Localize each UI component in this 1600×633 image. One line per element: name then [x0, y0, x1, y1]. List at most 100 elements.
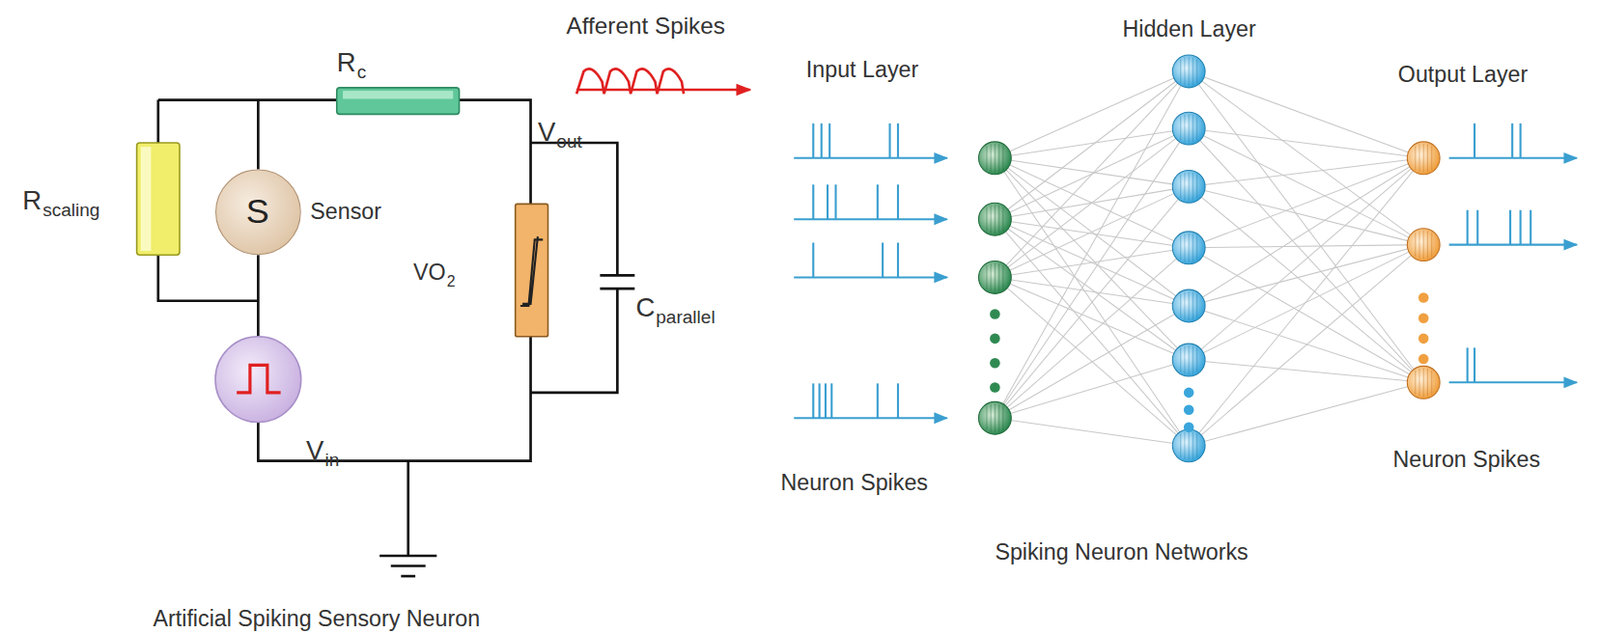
neuron-stripe [1196, 174, 1198, 199]
spike-tick [1476, 210, 1479, 246]
spike-tick [1509, 210, 1512, 246]
neuron-stripe [998, 144, 1000, 173]
ellipsis-dot [1183, 422, 1195, 434]
spike-tick [820, 123, 823, 159]
neuron-stripe [1427, 368, 1429, 397]
synapse-line [994, 186, 1189, 278]
spike-tick [888, 123, 891, 159]
synapse-line [1188, 71, 1424, 159]
resistor-symbol [336, 87, 460, 114]
neuron-stripe [1188, 56, 1190, 86]
component-subscript: c [357, 63, 367, 83]
synapse-line [994, 306, 1189, 419]
neuron-circle [1406, 365, 1440, 399]
synapse-line [1188, 306, 1424, 383]
sensor-circle: SSensor [215, 168, 302, 255]
neuron-stripe [1002, 265, 1004, 290]
synapse-line [1188, 245, 1424, 249]
synapse-line [994, 128, 1189, 419]
neuron-stripe [1423, 143, 1425, 173]
neuron-stripe [1179, 235, 1181, 260]
synapse-line [994, 219, 1189, 249]
spike-tick [1519, 210, 1522, 246]
neuron-stripe [1423, 368, 1425, 398]
spike-label: Neuron Spikes [780, 472, 928, 495]
neuron-stripe [1196, 433, 1198, 458]
neuron-stripe [1188, 345, 1190, 375]
network-drawing [793, 55, 1577, 463]
spike-train-axis [793, 218, 948, 221]
neuron-stripe [1183, 172, 1185, 201]
neuron-stripe [1183, 114, 1185, 143]
synapse-line [994, 71, 1189, 278]
neuron-stripe [1192, 432, 1194, 461]
voltage-source [215, 336, 302, 423]
resistor-highlight [342, 90, 453, 99]
spike-tick [830, 383, 833, 419]
neuron-stripe [990, 263, 992, 292]
neuron-stripe [1002, 406, 1004, 431]
ellipsis-dot [1418, 312, 1430, 324]
synapse-line [994, 158, 1189, 307]
spike-train-axis [793, 276, 948, 279]
neuron-stripe [1427, 144, 1429, 173]
neuron-stripe [1002, 207, 1004, 232]
signal-subscript: out [556, 133, 582, 152]
neuron-circle [1172, 289, 1206, 323]
synapse-line [994, 71, 1189, 220]
neuron-stripe [1192, 292, 1194, 321]
spike-tick [812, 383, 815, 419]
spike-tick [812, 123, 815, 159]
neuron-stripe [998, 205, 1000, 234]
neuron-stripe [1196, 294, 1198, 319]
spike-tick [1466, 347, 1469, 383]
synapse-line [1188, 128, 1424, 383]
component-symbol: R [336, 49, 357, 76]
neuron-stripe [998, 263, 1000, 292]
neuron-stripe [1179, 116, 1181, 141]
neuron-stripe [1192, 114, 1194, 143]
neuron-stripe [1431, 232, 1432, 257]
synapse-line [994, 418, 1189, 447]
neuron-stripe [1188, 172, 1190, 202]
capacitor-symbol [599, 275, 635, 289]
pulse-symbol [236, 364, 281, 393]
spike-tick [826, 184, 829, 220]
sensor-heading: Sensor [309, 200, 382, 224]
synapse-line [1188, 158, 1424, 361]
synapse-line [994, 128, 1189, 278]
spike-tick [1511, 123, 1514, 159]
signal-symbol: V [306, 436, 324, 463]
synapse-line [1188, 158, 1424, 249]
neuron-stripe [990, 404, 992, 433]
neuron-stripe [1196, 348, 1198, 373]
neuron-stripe [1183, 234, 1185, 263]
synapse-line [994, 360, 1189, 419]
neuron-circle [1172, 231, 1206, 265]
neuron-stripe [1183, 346, 1185, 375]
neuron-stripe [985, 265, 987, 290]
ellipsis-dot [989, 334, 1001, 345]
spike-tick [1473, 123, 1476, 159]
spike-tick [897, 184, 899, 220]
layer-label: Output Layer [1398, 63, 1528, 86]
neuron-stripe [1183, 57, 1185, 86]
synapse-line [1188, 158, 1424, 307]
spike-tick [834, 184, 837, 220]
synapse-line [994, 186, 1189, 419]
signal-arrow [576, 88, 751, 92]
synapse-line [994, 128, 1189, 159]
neuron-stripe [1179, 348, 1181, 373]
synapse-line [994, 277, 1189, 361]
neuron-circle [1172, 112, 1206, 145]
neuron-circle [1172, 55, 1206, 88]
synapse-line [994, 219, 1189, 447]
signal-subscript: in [324, 450, 339, 470]
neuron-circle [978, 401, 1011, 435]
synapse-line [1188, 128, 1424, 245]
signal-label: Afferent Spikes [566, 14, 726, 38]
spike-tick [828, 123, 831, 159]
neuron-circle [1172, 343, 1206, 377]
